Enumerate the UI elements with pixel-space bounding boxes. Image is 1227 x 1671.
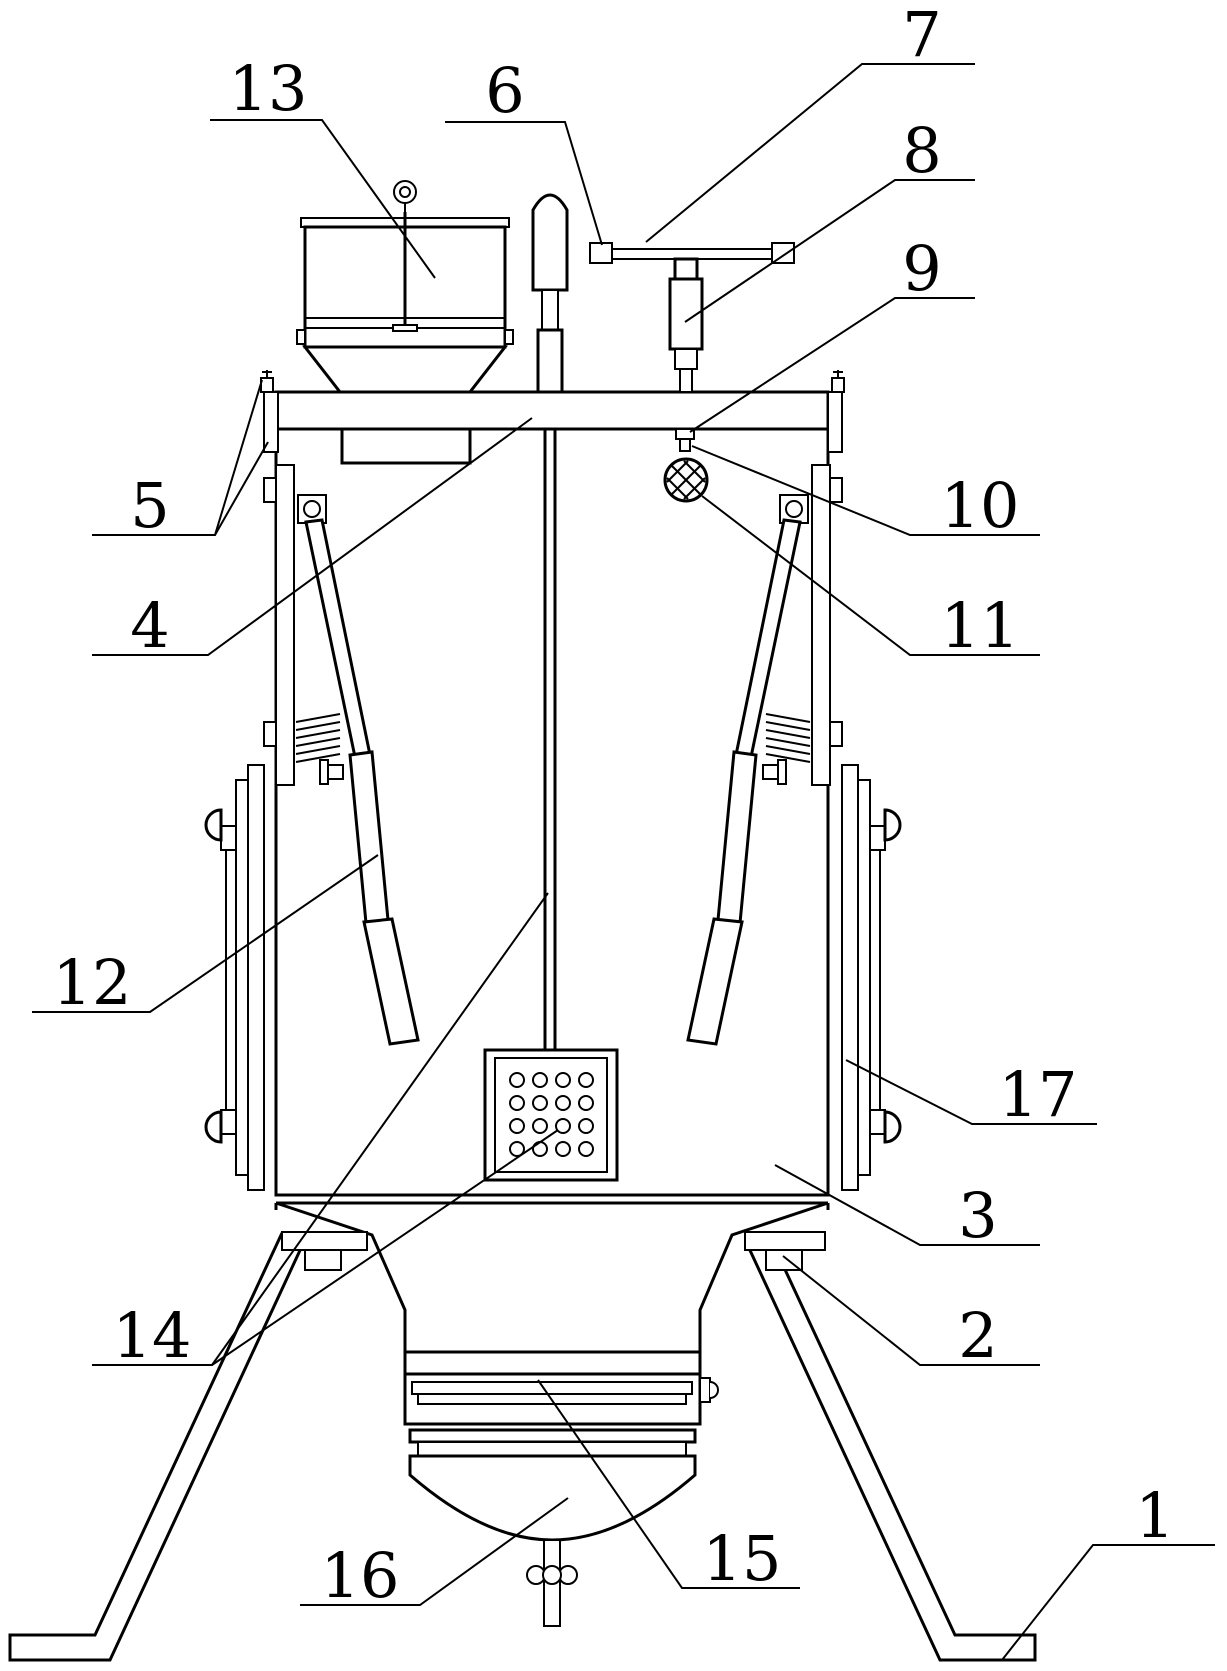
label-3: 3	[958, 1179, 997, 1252]
label-7: 7	[902, 0, 941, 71]
label-8: 8	[902, 114, 941, 187]
feed-hopper	[296, 180, 514, 394]
label-11: 11	[941, 589, 1020, 662]
label-12: 12	[53, 946, 132, 1019]
leader-lines	[32, 63, 1215, 1661]
top-cover	[274, 390, 830, 465]
label-2: 2	[958, 1299, 997, 1372]
label-6: 6	[485, 54, 524, 127]
valve-handle-assembly	[589, 242, 795, 393]
label-5: 5	[130, 469, 169, 542]
label-9: 9	[902, 232, 941, 305]
label-10: 10	[941, 469, 1020, 542]
label-1: 1	[1135, 1479, 1174, 1552]
label-15: 15	[703, 1522, 782, 1595]
right-scraper-arm	[686, 494, 811, 1046]
left-scraper-arm	[295, 494, 420, 1046]
filter-section	[403, 1350, 719, 1457]
stirrer-assembly	[483, 193, 619, 1182]
clamp-brackets	[260, 370, 845, 453]
collection-bowl	[408, 1454, 697, 1627]
spray-nozzle	[663, 428, 709, 503]
stirrer-holes	[509, 1072, 594, 1157]
label-13: 13	[229, 52, 308, 125]
label-16: 16	[321, 1539, 400, 1612]
side-rails	[263, 464, 843, 786]
label-14: 14	[113, 1299, 192, 1372]
bottom-cone	[274, 1201, 830, 1352]
label-17: 17	[999, 1058, 1078, 1131]
part-labels: 13 6 7 8 9 10 11 5 4 12 17 3 2 14 15 16 …	[53, 0, 1175, 1612]
label-4: 4	[130, 589, 169, 662]
support-legs	[8, 1232, 1037, 1662]
right-side-door	[841, 764, 902, 1191]
left-side-door	[204, 764, 265, 1191]
